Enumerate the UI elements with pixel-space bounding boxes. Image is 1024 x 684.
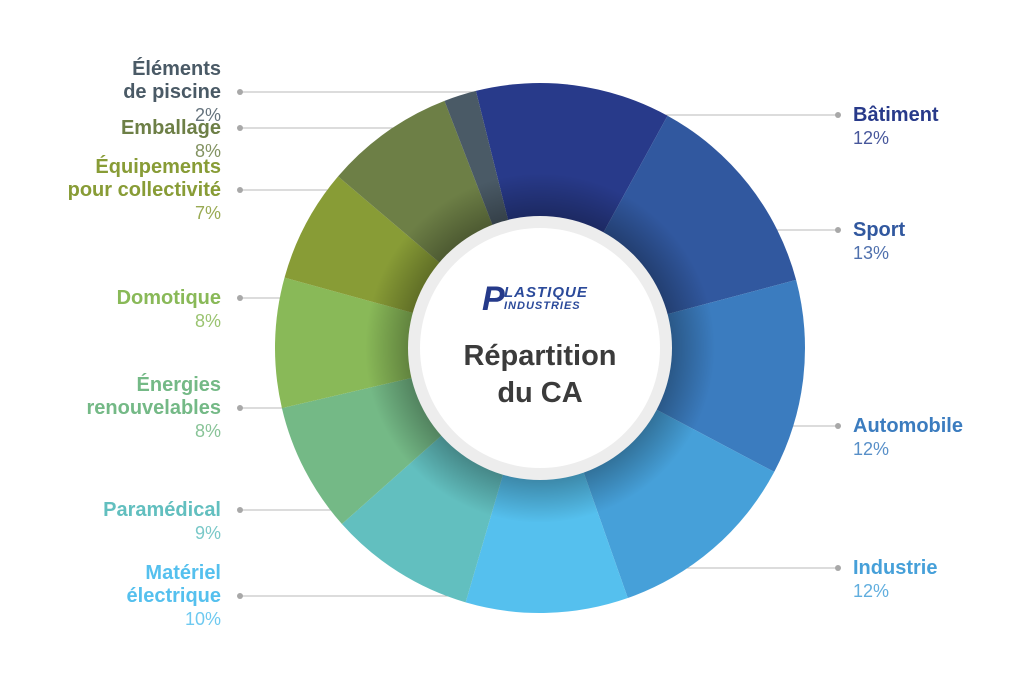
slice-percent: 13% [853, 243, 890, 263]
leader-dot-5 [237, 507, 243, 513]
logo-line-1: LASTIQUE [504, 284, 588, 301]
slice-percent: 8% [194, 311, 221, 331]
leader-dot-10 [237, 89, 243, 95]
slice-name: Énergies renouvelables [86, 374, 221, 419]
slice-percent: 7% [194, 203, 221, 223]
slice-percent: 12% [853, 128, 890, 148]
slice-percent: 9% [194, 523, 221, 543]
slice-name: Automobile [853, 415, 963, 437]
leader-dot-6 [237, 405, 243, 411]
slice-name: Industrie [853, 557, 938, 579]
leader-dot-7 [237, 295, 243, 301]
leader-dot-0 [835, 112, 841, 118]
leader-dot-3 [835, 565, 841, 571]
chart-title: Répartition du CA [463, 340, 617, 409]
leader-dot-2 [835, 423, 841, 429]
slice-name: Matériel électrique [126, 562, 221, 607]
center-hole [420, 228, 660, 468]
leader-dot-9 [237, 125, 243, 131]
leader-dot-8 [237, 187, 243, 193]
slice-percent: 8% [194, 141, 221, 161]
slice-name: Paramédical [103, 499, 221, 521]
leader-dot-4 [237, 593, 243, 599]
slice-name: Équipements pour collectivité [67, 156, 221, 201]
slice-name: Domotique [116, 287, 221, 309]
slice-percent: 2% [194, 105, 221, 125]
logo-line-2: INDUSTRIES [504, 300, 581, 312]
slice-name: Emballage [120, 117, 221, 139]
slice-name: Éléments de piscine [123, 58, 221, 103]
slice-percent: 12% [853, 581, 890, 601]
slice-percent: 10% [184, 609, 221, 629]
slice-name: Bâtiment [853, 104, 939, 126]
logo-mark: P [482, 280, 505, 318]
plastique-industries-logo: P LASTIQUE INDUSTRIES [478, 280, 602, 320]
leader-dot-1 [835, 227, 841, 233]
slice-percent: 8% [194, 421, 221, 441]
slice-percent: 12% [853, 439, 890, 459]
slice-name: Sport [853, 219, 906, 241]
